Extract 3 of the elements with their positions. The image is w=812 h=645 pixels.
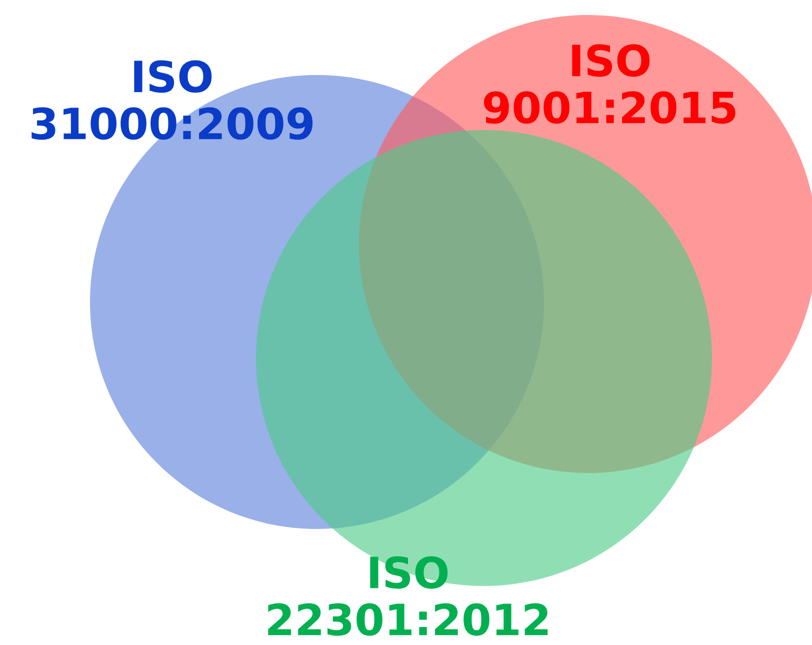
circle-label: ISO 9001:2015 xyxy=(484,44,736,124)
circle-label: ISO 22301:2012 xyxy=(268,556,548,636)
circle-label: ISO 31000:2009 xyxy=(32,60,313,140)
